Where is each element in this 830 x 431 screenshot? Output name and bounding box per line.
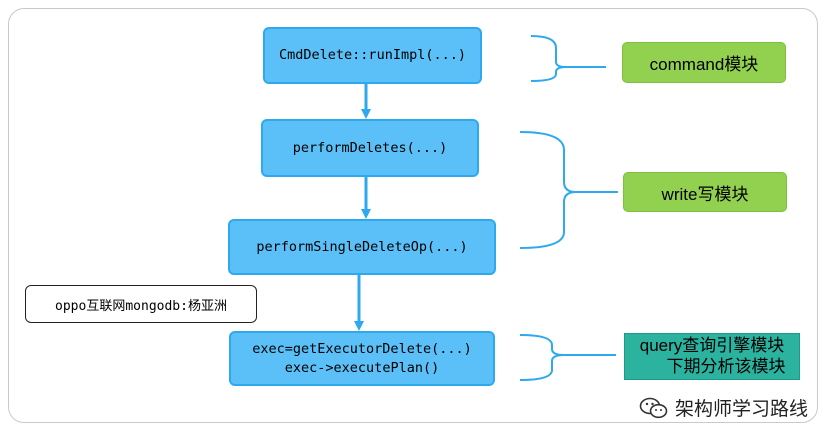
author-note: oppo互联网mongodb:杨亚洲	[25, 285, 257, 323]
brace-command	[530, 35, 606, 82]
brace-query	[519, 334, 616, 381]
module-write: write写模块	[623, 172, 787, 212]
module-write-label: write写模块	[661, 184, 749, 204]
watermark: 架构师学习路线	[639, 394, 808, 421]
step-cmd-delete-label: CmdDelete::runImpl(...)	[279, 47, 466, 64]
step-perform-deletes: performDeletes(...)	[261, 119, 479, 177]
step-executor-line1: exec=getExecutorDelete(...)	[252, 341, 472, 358]
step-executor: exec=getExecutorDelete(...) exec->execut…	[229, 331, 495, 386]
step-executor-line2: exec->executePlan()	[284, 359, 440, 376]
author-note-text: oppo互联网mongodb:杨亚洲	[55, 298, 227, 314]
module-command: command模块	[622, 42, 786, 83]
wechat-icon	[639, 397, 668, 418]
brace-write	[519, 131, 618, 249]
module-query-line2: 下期分析该模块	[666, 356, 786, 376]
step-perform-single-delete-op: performSingleDeleteOp(...)	[228, 219, 496, 275]
module-query-line1: query查询引擎模块	[639, 336, 785, 356]
module-command-label: command模块	[649, 55, 759, 74]
step-cmd-delete: CmdDelete::runImpl(...)	[263, 27, 482, 84]
step-perform-deletes-label: performDeletes(...)	[292, 139, 448, 156]
step-perform-single-delete-op-label: performSingleDeleteOp(...)	[256, 238, 468, 255]
watermark-text: 架构师学习路线	[674, 398, 808, 420]
module-query: query查询引擎模块 下期分析该模块	[624, 333, 800, 380]
